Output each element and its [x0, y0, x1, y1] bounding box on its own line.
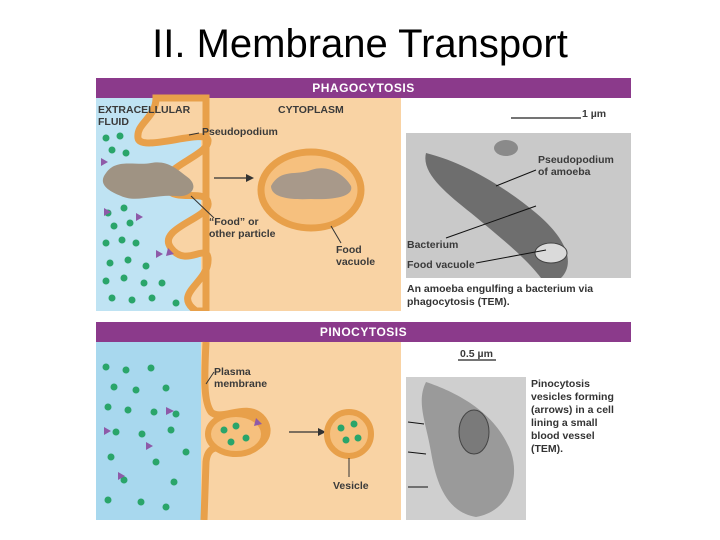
micrograph-pseudopodium-label: Pseudopodium of amoeba — [538, 154, 614, 178]
extracellular-particles — [101, 132, 180, 307]
vesicle-label: Vesicle — [333, 480, 369, 492]
pinocytosis-particles — [102, 363, 362, 511]
process-arrowhead — [246, 174, 254, 182]
phagocytosis-caption: An amoeba engulfing a bacterium via phag… — [407, 283, 594, 308]
food-vacuole-leader — [330, 225, 342, 244]
bacterium-leader — [445, 205, 537, 239]
food-leader — [190, 195, 215, 219]
food-particle — [102, 162, 194, 199]
vesicle-arrow-2 — [407, 451, 427, 455]
food-vacuole-shape — [534, 242, 568, 264]
micrograph-bacterium-label: Bacterium — [407, 239, 459, 251]
pinocytosis-micrograph — [406, 359, 526, 520]
phagocytosis-header: PHAGOCYTOSIS — [96, 78, 631, 98]
pinocytosis-illustration — [96, 341, 401, 520]
plasma-membrane-leader — [205, 371, 215, 385]
nucleus-shape — [458, 409, 490, 455]
phagocytosis-micrograph — [406, 117, 631, 278]
pinocytosis-caption: Pinocytosis vesicles forming (arrows) in… — [531, 378, 614, 455]
micrograph-scale-label: 0.5 µm — [460, 348, 493, 360]
pseudopodium-leader — [188, 132, 200, 136]
food-vacuole-label: Food vacuole — [336, 244, 376, 268]
phagocytosis-panel: PHAGOCYTOSIS — [96, 78, 631, 311]
extracellular-fluid-label: EXTRACELLULAR FLUID — [98, 104, 191, 128]
micrograph-scale-label: 1 µm — [582, 108, 607, 120]
vesicle — [324, 409, 374, 459]
vacuole-contents — [271, 168, 352, 200]
amoeba-body — [425, 153, 568, 278]
process-arrowhead — [318, 428, 326, 436]
slide-title: II. Membrane Transport — [152, 22, 568, 66]
forming-vesicle — [205, 411, 267, 457]
pseudopodium-label: Pseudopodium — [202, 126, 278, 138]
cytoplasm-label: CYTOPLASM — [278, 104, 344, 116]
vesicle-arrow-1 — [407, 421, 425, 425]
pseudopodium-amoeba-leader — [495, 169, 537, 187]
phagocytosis-illustration — [96, 94, 401, 311]
vacuole-leader — [475, 249, 547, 264]
pinocytosis-panel: PINOCYTOSIS — [96, 322, 631, 520]
pinocytosis-header: PINOCYTOSIS — [96, 322, 631, 342]
food-particle-label: “Food” or other particle — [209, 216, 276, 240]
cell-membrane-pseudopodium — [134, 94, 212, 311]
micrograph-food-vacuole-label: Food vacuole — [407, 259, 475, 271]
plasma-membrane-label: Plasma membrane — [214, 366, 268, 390]
bacterium-shape — [494, 140, 518, 156]
